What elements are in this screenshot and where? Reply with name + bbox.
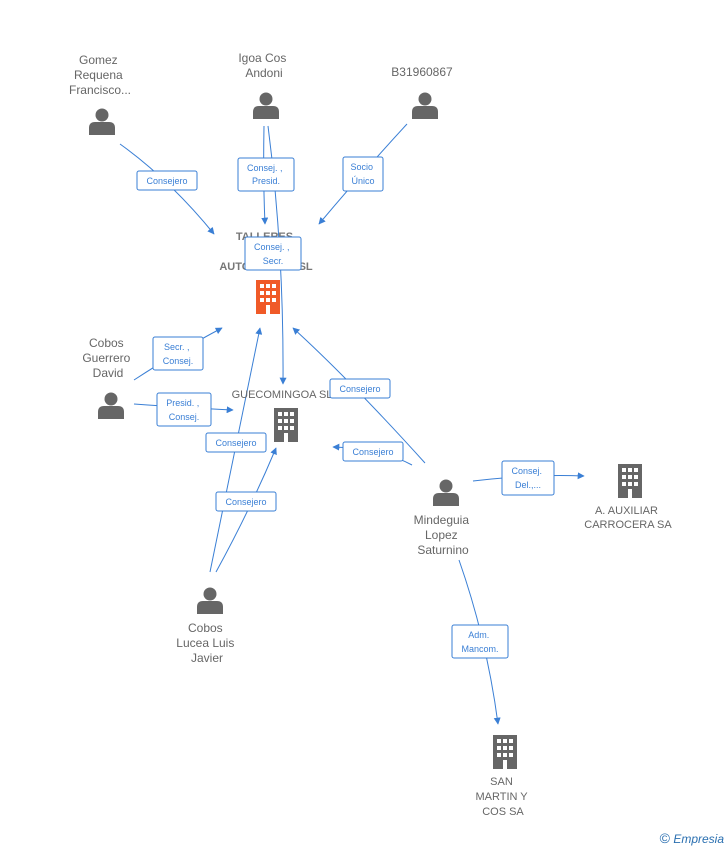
node-label-line: Requena [74, 68, 123, 82]
building-icon [274, 408, 298, 442]
person-cobos-lucea[interactable]: Cobos Lucea Luis Javier [176, 587, 237, 666]
svg-text:Consejero: Consejero [225, 497, 266, 507]
node-label-line: Lopez [425, 528, 458, 542]
edge-label-text: Consej. [163, 356, 194, 366]
node-label-line: A. AUXILIAR [595, 505, 658, 517]
node-label-line: CARROCERA SA [584, 519, 672, 531]
person-igoa[interactable]: Igoa Cos Andoni [238, 51, 289, 119]
edge-label-text: Socio [350, 162, 373, 172]
edge-label-text: Secr. , [164, 342, 190, 352]
empresia-watermark[interactable]: © Empresia [660, 830, 724, 846]
building-icon [493, 735, 517, 769]
edge-label-text: Consejero [215, 438, 256, 448]
svg-text:Mindeguia Lopez Sa: Mindeguia Lopez Saturnino [414, 513, 473, 557]
edge-label-text: Consejero [225, 497, 266, 507]
node-label-line: GUECOMINGOA SL [232, 389, 333, 401]
edge-label-text: Único [351, 176, 374, 186]
svg-text:Consej. , Secr.: Consej. , Secr. [254, 242, 292, 266]
edge-label-e12[interactable]: Adm. Mancom. [451, 624, 509, 659]
edge-label-e5[interactable]: Secr. , Consej. [152, 336, 204, 371]
edge-label-text: Consejero [352, 447, 393, 457]
node-label-line: Gomez [79, 53, 118, 67]
person-icon [98, 392, 124, 419]
svg-text:Igoa Cos Andoni: Igoa Cos Andoni [238, 51, 289, 80]
edge-label-text: Consej. , [254, 242, 290, 252]
svg-text:Cobos Lucea Luis J: Cobos Lucea Luis Javier [176, 621, 237, 665]
edge-label-e3[interactable]: Socio Único [342, 156, 384, 192]
brand-name: Empresia [673, 832, 724, 846]
node-label-line: David [93, 366, 124, 380]
edge-label-text: Adm. [468, 630, 489, 640]
svg-text:Cobos Guerrero Dav: Cobos Guerrero David [82, 336, 133, 380]
edge-label-text: Presid. [252, 176, 280, 186]
svg-text:A. AUXILIAR CARROCERA S: A. AUXILIAR CARROCERA SA [584, 505, 672, 531]
svg-text:Consejero: Consejero [352, 447, 393, 457]
person-b31960867[interactable]: B31960867 [391, 65, 453, 119]
building-icon [618, 464, 642, 498]
svg-text:Consejero: Consejero [339, 384, 380, 394]
person-icon [253, 92, 279, 119]
svg-text:Consejero: Consejero [215, 438, 256, 448]
edge-label-e10[interactable]: Consejero [215, 491, 277, 512]
edge-label-e2[interactable]: Consej. , Presid. [237, 157, 295, 192]
edge-label-text: Consejero [339, 384, 380, 394]
edge-label-text: Consej. [169, 412, 200, 422]
svg-text:Secr. , Consej.: Secr. , Consej. [163, 342, 194, 366]
node-label-line: Saturnino [417, 543, 469, 557]
edge-label-text: Secr. [263, 256, 284, 266]
copyright-icon: © [659, 830, 670, 846]
edge-label-e9[interactable]: Consejero [205, 432, 267, 453]
node-label-line: Andoni [245, 66, 282, 80]
edge-label-text: Mancom. [461, 644, 498, 654]
building-icon [256, 280, 280, 314]
node-label-line: Lucea Luis [176, 636, 234, 650]
person-icon [433, 479, 459, 506]
person-mindeguia[interactable]: Mindeguia Lopez Saturnino [414, 479, 473, 558]
company-auxiliar[interactable]: A. AUXILIAR CARROCERA SA [584, 464, 672, 531]
person-icon [89, 108, 115, 135]
person-gomez[interactable]: Gomez Requena Francisco... [69, 53, 131, 135]
edge-label-e1[interactable]: Consejero [136, 170, 198, 191]
edge-label-e4[interactable]: Consej. , Secr. [244, 236, 302, 271]
edge-label-text: Consej. , [247, 163, 283, 173]
svg-text:GUECOMINGOA SL: GUECOMINGOA SL [232, 389, 333, 401]
node-label-line: SAN [490, 776, 513, 788]
svg-text:Socio Único: Socio Único [350, 162, 375, 186]
node-label-line: Mindeguia [414, 513, 470, 527]
edge-label-text: Consejero [146, 176, 187, 186]
svg-text:Consej. , Presid.: Consej. , Presid. [247, 163, 285, 186]
node-label-line: COS SA [482, 806, 524, 818]
person-icon [412, 92, 438, 119]
edge-label-text: Consej. [511, 466, 542, 476]
edge-label-text: Presid. , [166, 398, 199, 408]
node-label-line: B31960867 [391, 65, 453, 79]
svg-text:Consejero: Consejero [146, 176, 187, 186]
svg-text:Gomez Requena Fran: Gomez Requena Francisco... [69, 53, 131, 97]
node-label-line: Francisco... [69, 83, 131, 97]
person-cobos-guerrero[interactable]: Cobos Guerrero David [82, 336, 133, 419]
company-guecomingoa[interactable]: GUECOMINGOA SL [232, 389, 333, 442]
edge-label-e8[interactable]: Consejero [342, 441, 404, 462]
node-label-line: Cobos [89, 336, 124, 350]
edge-label-e6[interactable]: Presid. , Consej. [156, 392, 212, 427]
company-sanmartin[interactable]: SAN MARTIN Y COS SA [475, 735, 530, 818]
person-icon [197, 587, 223, 614]
node-label-line: MARTIN Y [475, 791, 528, 803]
node-label-line: Javier [191, 651, 223, 665]
edge-label-e7[interactable]: Consejero [329, 378, 391, 399]
svg-text:SAN MARTIN Y COS S: SAN MARTIN Y COS SA [475, 776, 530, 818]
node-label-line: Igoa Cos [238, 51, 286, 65]
node-label-line: Guerrero [82, 351, 130, 365]
node-label-line: Cobos [188, 621, 223, 635]
edge-label-text: Del.,... [515, 480, 541, 490]
svg-text:Adm. Mancom.: Adm. Mancom. [461, 630, 498, 654]
svg-text:Presid. , Consej.: Presid. , Consej. [166, 398, 202, 422]
svg-text:Consej. Del.,...: Consej. Del.,... [511, 466, 544, 490]
edge-label-e11[interactable]: Consej. Del.,... [501, 460, 555, 496]
svg-text:B31960867: B31960867 [391, 65, 453, 79]
